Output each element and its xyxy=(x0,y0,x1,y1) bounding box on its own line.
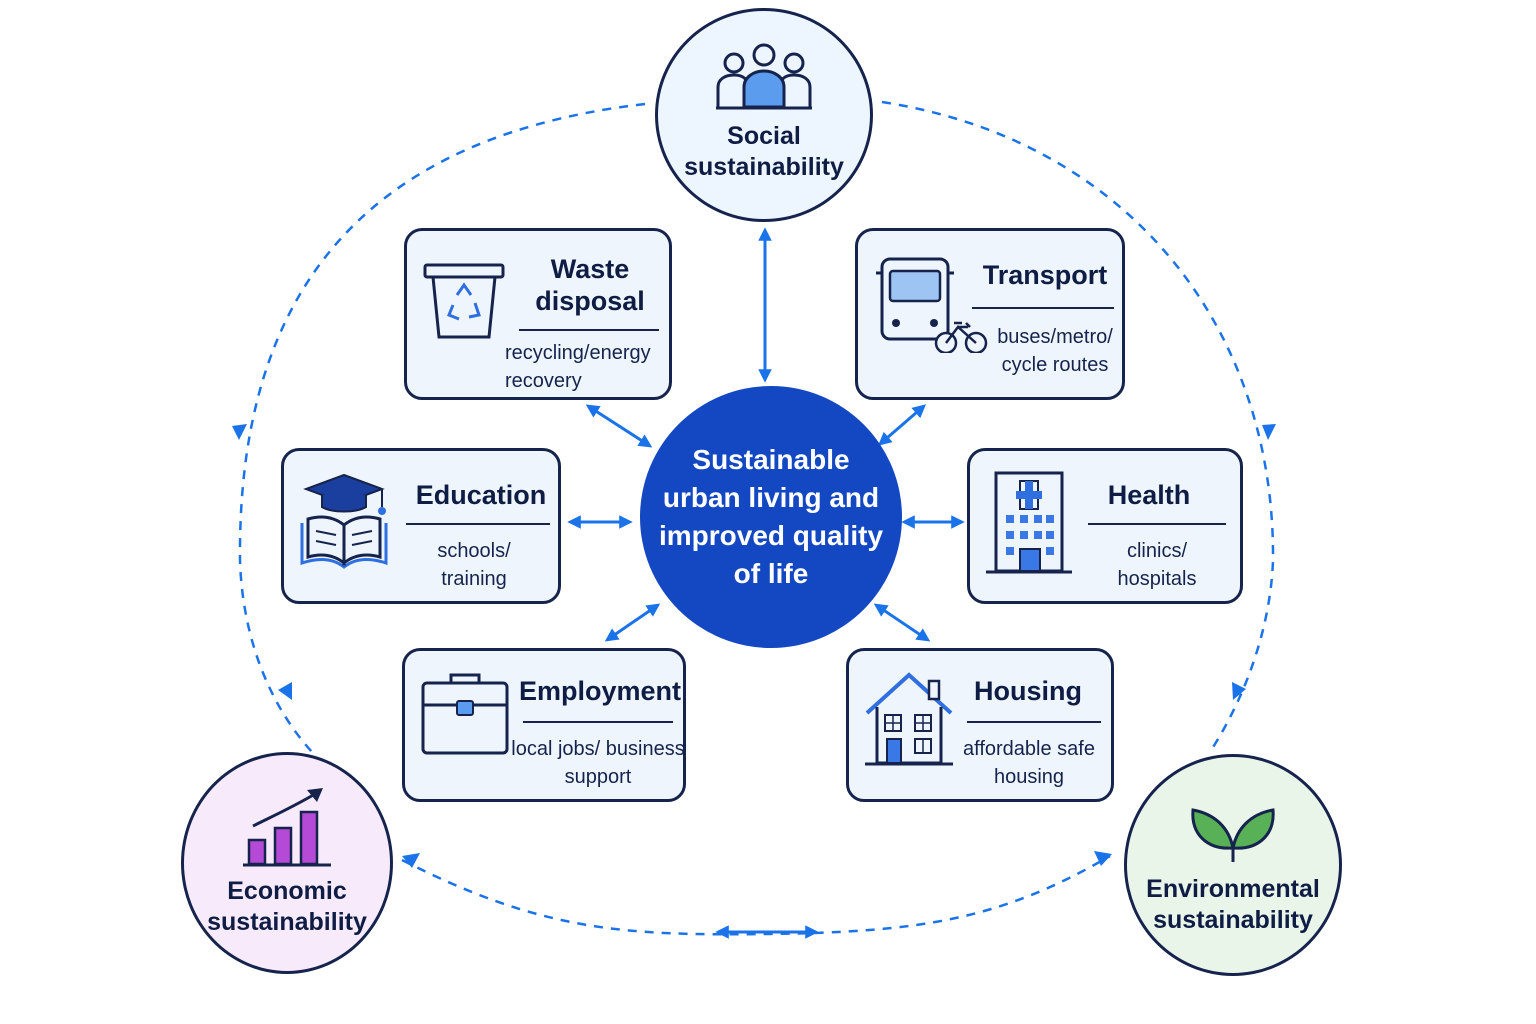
card-education: Education schools/ training xyxy=(281,448,561,604)
briefcase-icon xyxy=(421,673,509,755)
center-hub-label: Sustainable urban living and improved qu… xyxy=(658,444,884,589)
people-icon xyxy=(716,43,812,110)
card-health-divider xyxy=(1088,523,1226,525)
arrowhead-bottom-left xyxy=(402,853,420,868)
loop-economic-environmental xyxy=(401,854,1111,936)
pillar-environmental-label: Environmental sustainability xyxy=(1146,875,1320,934)
arrow-hub-transport xyxy=(877,404,927,446)
card-housing-desc: affordable safe housing xyxy=(963,738,1095,788)
card-housing: Housing affordable safe housing xyxy=(846,648,1114,802)
arrow-hub-housing xyxy=(873,603,931,642)
card-waste-divider xyxy=(519,329,659,331)
arrowhead-right-top xyxy=(1262,424,1276,440)
graduation-book-icon xyxy=(300,473,388,569)
loop-social-economic xyxy=(238,102,646,753)
card-waste-desc: recycling/energy recovery xyxy=(505,342,651,392)
card-housing-divider xyxy=(967,721,1101,723)
arrowhead-left-bottom xyxy=(278,682,292,700)
card-education-title: Education xyxy=(415,480,547,510)
leaf-icon xyxy=(1191,808,1275,862)
card-transport-desc: buses/metro/ cycle routes xyxy=(997,326,1113,376)
card-waste-disposal: Waste disposal recycling/energy recovery xyxy=(404,228,672,400)
pillar-social: Social sustainability xyxy=(655,8,873,222)
hospital-icon xyxy=(986,471,1072,574)
loop-social-environmental xyxy=(881,100,1275,753)
card-health-title: Health xyxy=(1107,480,1191,510)
arrowhead-right-bottom xyxy=(1232,682,1246,700)
bus-bicycle-icon xyxy=(876,257,988,353)
card-employment-divider xyxy=(523,721,673,723)
card-waste-title: Waste disposal xyxy=(535,254,645,316)
card-employment: Employment local jobs/ business support xyxy=(402,648,686,802)
card-education-divider xyxy=(406,523,550,525)
pillar-environmental: Environmental sustainability xyxy=(1124,754,1342,976)
card-employment-desc: local jobs/ business support xyxy=(511,738,685,788)
pillar-economic: Economic sustainability xyxy=(181,752,393,974)
pillar-social-label: Social sustainability xyxy=(684,122,844,181)
center-hub: Sustainable urban living and improved qu… xyxy=(640,386,902,648)
card-transport: Transport buses/metro/ cycle routes xyxy=(855,228,1125,400)
card-employment-title: Employment xyxy=(518,676,682,706)
card-health-desc: clinics/ hospitals xyxy=(1117,540,1197,590)
recycling-bin-icon xyxy=(423,263,505,339)
growth-chart-icon xyxy=(243,788,331,867)
arrow-hub-employment xyxy=(604,603,661,642)
arrowhead-bottom-right xyxy=(1094,851,1112,866)
card-transport-divider xyxy=(972,307,1114,309)
card-health: Health clinics/ hospitals xyxy=(967,448,1243,604)
house-icon xyxy=(865,672,953,766)
card-housing-title: Housing xyxy=(974,676,1082,706)
card-education-desc: schools/ training xyxy=(437,540,511,590)
pillar-economic-label: Economic sustainability xyxy=(207,877,367,936)
card-transport-title: Transport xyxy=(982,260,1108,290)
arrow-hub-waste xyxy=(585,404,653,448)
arrowhead-left-top xyxy=(232,424,247,440)
